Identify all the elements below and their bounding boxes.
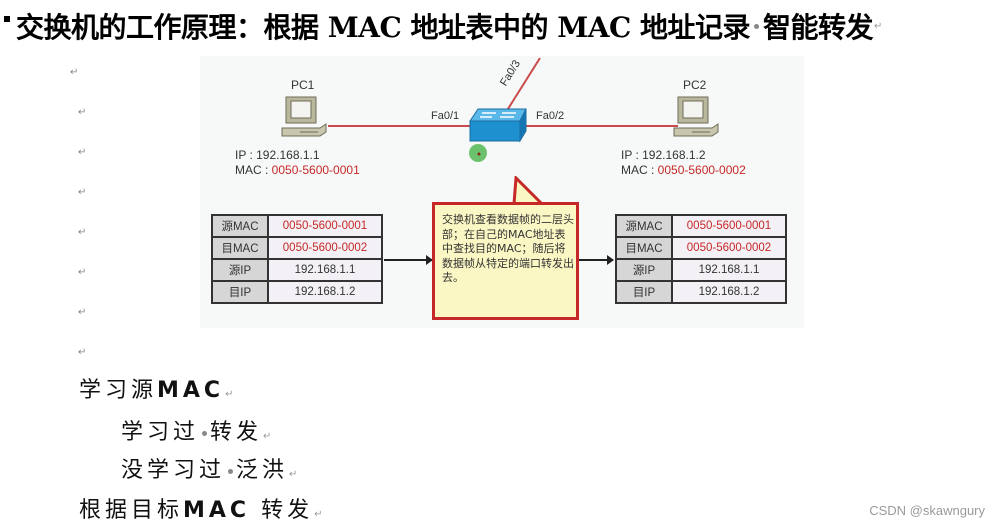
return-mark-icon: ↵ <box>314 509 323 520</box>
pc1-label: PC1 <box>291 78 315 92</box>
space-mark-icon <box>754 23 760 29</box>
switch-forwarding-diagram: PC1 IP : 192.168.1.1 MAC : 0050-5600-000… <box>200 56 804 328</box>
return-mark-icon: ↵ <box>874 20 882 32</box>
paragraph-mark-icon: ↵ <box>78 307 87 318</box>
paragraph-mark-icon: ↵ <box>78 187 87 198</box>
frame-field-value: 0050-5600-0002 <box>267 236 383 260</box>
pc2-mac-value: 0050-5600-0002 <box>657 163 746 177</box>
frame-field-key: 源IP <box>211 258 269 282</box>
frame-field-value: 192.168.1.2 <box>267 280 383 304</box>
frame-field-value: 0050-5600-0001 <box>267 214 383 238</box>
pc1-mac: MAC : 0050-5600-0001 <box>235 163 360 177</box>
note-text: 转发 <box>250 498 314 523</box>
arrow-right-icon <box>384 255 433 265</box>
port-fa01-label: Fa0/1 <box>431 110 460 122</box>
frame-field-value: 0050-5600-0001 <box>671 214 787 238</box>
pc2-mac: MAC : 0050-5600-0002 <box>621 163 746 177</box>
switch-icon <box>469 108 527 162</box>
note-text: 泛洪 <box>236 458 289 483</box>
frame-field-key: 源MAC <box>615 214 673 238</box>
pc2-mac-label: MAC : <box>621 163 658 177</box>
arrow-right-icon <box>579 255 614 265</box>
note-learned-forward: 学习过转发↵ <box>121 414 271 446</box>
return-mark-icon: ↵ <box>225 389 234 400</box>
space-mark-icon <box>202 430 208 436</box>
pc2-ip: IP : 192.168.1.2 <box>621 148 706 162</box>
note-bold-text: MAC <box>183 498 251 523</box>
paragraph-mark-icon: ↵ <box>78 107 87 118</box>
note-learn-source-mac: 学习源MAC↵ <box>79 372 233 404</box>
paragraph-mark-icon: ↵ <box>78 147 87 158</box>
frame-field-key: 目MAC <box>211 236 269 260</box>
link-fa03 <box>505 57 541 113</box>
heading-text-part1: 交换机的工作原理：根据 MAC 地址表中的 MAC 地址记录 <box>16 11 751 44</box>
page-heading: 交换机的工作原理：根据 MAC 地址表中的 MAC 地址记录 智能转发 ↵ <box>4 6 882 46</box>
note-bold-text: MAC <box>157 378 225 403</box>
paragraph-mark-icon: ↵ <box>78 267 87 278</box>
pc2-computer-icon <box>673 96 719 137</box>
note-not-learned-flood: 没学习过泛洪↵ <box>121 452 297 484</box>
note-text: 学习源 <box>79 378 158 403</box>
frame-field-value: 0050-5600-0002 <box>671 236 787 260</box>
heading-text-part2: 智能转发 <box>763 11 874 44</box>
pc1-ip: IP : 192.168.1.1 <box>235 148 320 162</box>
link-pc1-switch <box>328 125 476 127</box>
watermark: CSDN @skawngury <box>869 503 985 518</box>
link-switch-pc2 <box>518 125 678 127</box>
port-fa02-label: Fa0/2 <box>536 110 565 122</box>
pc1-computer-icon <box>281 96 327 137</box>
note-text: 没学习过 <box>121 458 226 483</box>
note-text: 学习过 <box>121 420 200 445</box>
callout-box: 交换机查看数据帧的二层头部；在自己的MAC地址表中查找目的MAC；随后将数据帧从… <box>432 202 579 320</box>
note-text: 转发 <box>210 420 263 445</box>
paragraph-mark-icon: ↵ <box>70 67 79 78</box>
return-mark-icon: ↵ <box>263 431 272 442</box>
frame-field-value: 192.168.1.1 <box>267 258 383 282</box>
bullet-icon <box>4 16 10 22</box>
space-mark-icon <box>228 468 234 474</box>
frame-field-key: 目MAC <box>615 236 673 260</box>
pc1-mac-label: MAC : <box>235 163 272 177</box>
note-forward-by-dest-mac: 根据目标MAC 转发↵ <box>79 492 322 524</box>
callout-text: 交换机查看数据帧的二层头部；在自己的MAC地址表中查找目的MAC；随后将数据帧从… <box>442 213 574 284</box>
paragraph-mark-icon: ↵ <box>78 227 87 238</box>
return-mark-icon: ↵ <box>289 469 298 480</box>
paragraph-mark-icon: ↵ <box>78 347 87 358</box>
frame-field-value: 192.168.1.2 <box>671 280 787 304</box>
frame-field-key: 源IP <box>615 258 673 282</box>
note-text: 根据目标 <box>79 498 184 523</box>
pc1-mac-value: 0050-5600-0001 <box>271 163 360 177</box>
frame-field-key: 目IP <box>211 280 269 304</box>
frame-field-key: 目IP <box>615 280 673 304</box>
pc2-label: PC2 <box>683 78 707 92</box>
frame-field-key: 源MAC <box>211 214 269 238</box>
frame-field-value: 192.168.1.1 <box>671 258 787 282</box>
